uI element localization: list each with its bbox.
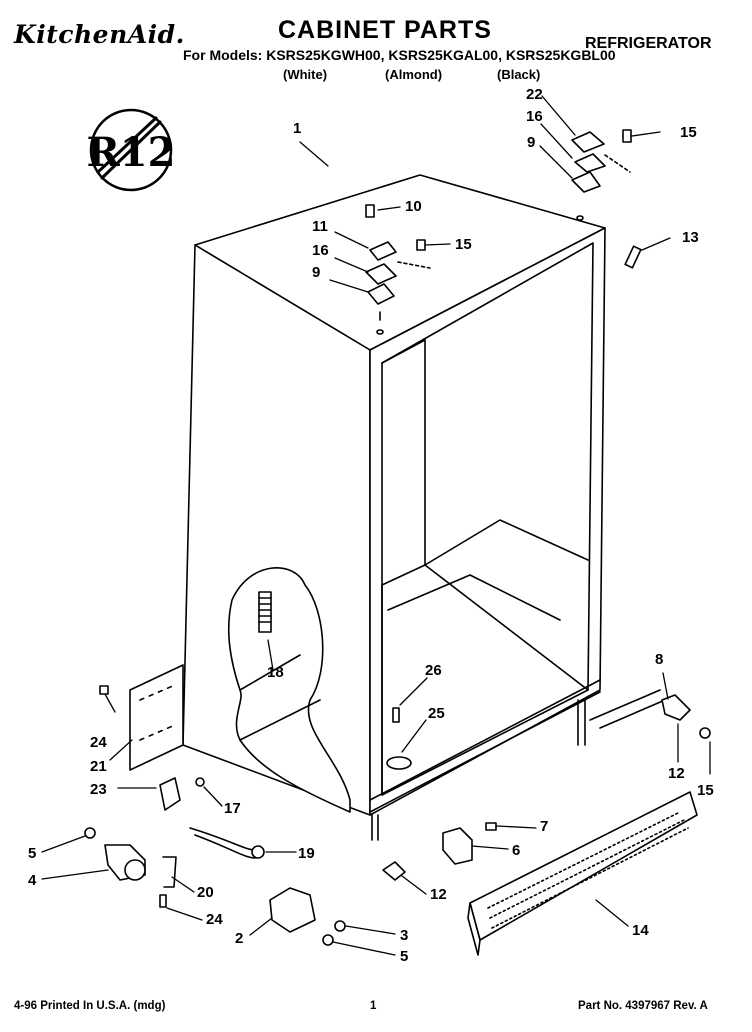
callout-5: 5: [400, 948, 409, 965]
callout-1: 1: [293, 120, 302, 137]
callout-14: 14: [632, 922, 649, 939]
callout-23: 23: [90, 781, 107, 798]
callout-6: 6: [512, 842, 521, 859]
callout-5: 5: [28, 845, 37, 862]
callout-2: 2: [235, 930, 244, 947]
print-info: 4-96 Printed In U.S.A. (mdg): [14, 1000, 166, 1012]
callout-4: 4: [28, 872, 37, 889]
toe-grille: [467, 791, 698, 956]
callout-18: 18: [267, 664, 284, 681]
model-list: For Models: KSRS25KGWH00, KSRS25KGAL00, …: [183, 47, 616, 63]
leveling-parts: [84, 685, 346, 946]
cabinet-shell: [182, 174, 666, 841]
callout-15: 15: [697, 782, 714, 799]
brand-logo: KitchenAid.: [14, 20, 185, 49]
drain-coil: [258, 591, 272, 633]
callout-21: 21: [90, 758, 107, 775]
callout-8: 8: [655, 651, 664, 668]
callout-24: 24: [90, 734, 107, 751]
callout-16: 16: [526, 108, 543, 125]
color-almond: (Almond): [385, 67, 443, 82]
callout-12: 12: [430, 886, 447, 903]
product-type: REFRIGERATOR: [585, 35, 712, 52]
page-number: 1: [370, 1000, 377, 1012]
callout-24: 24: [206, 911, 223, 928]
callout-20: 20: [197, 884, 214, 901]
callout-17: 17: [224, 800, 241, 817]
callout-3: 3: [400, 927, 409, 944]
callout-9: 9: [312, 264, 321, 281]
page-title: CABINET PARTS: [278, 16, 492, 44]
callout-19: 19: [298, 845, 315, 862]
callout-12: 12: [668, 765, 685, 782]
callout-22: 22: [526, 86, 543, 103]
back-panel: [129, 664, 184, 771]
callout-15: 15: [680, 124, 697, 141]
callout-15: 15: [455, 236, 472, 253]
color-black: (Black): [497, 67, 541, 82]
callout-7: 7: [540, 818, 549, 835]
callout-10: 10: [405, 198, 422, 215]
r12-badge: R12: [87, 108, 175, 192]
part-number: Part No. 4397967 Rev. A: [578, 1000, 708, 1012]
callout-11: 11: [312, 218, 328, 235]
callout-16: 16: [312, 242, 329, 259]
callout-13: 13: [682, 229, 699, 246]
color-white: (White): [283, 67, 328, 82]
leader-lines: [41, 95, 711, 956]
callout-9: 9: [527, 134, 536, 151]
top-hinge-left: [365, 204, 431, 335]
callout-26: 26: [425, 662, 442, 679]
callout-25: 25: [428, 705, 445, 722]
bottom-brackets: [382, 694, 711, 881]
top-hinge-right: [571, 129, 642, 269]
